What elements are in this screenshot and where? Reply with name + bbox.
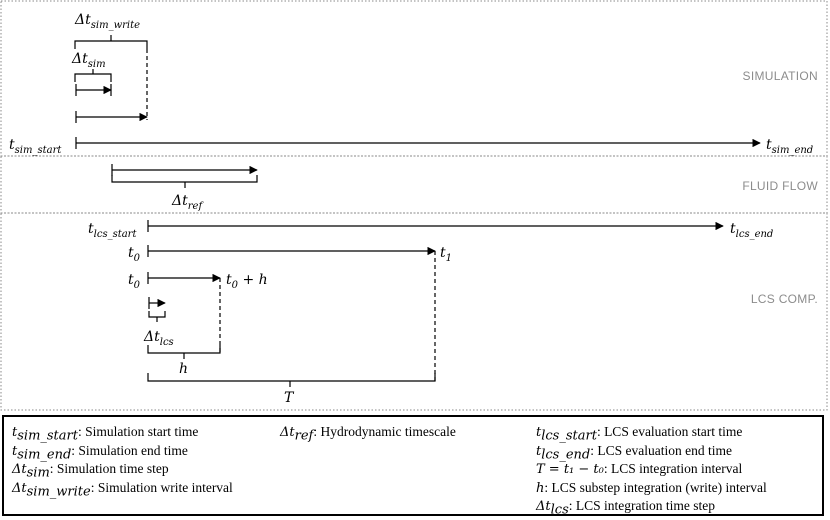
- t-lcs-start-label: tlcs_start: [88, 221, 137, 240]
- lcs-comp-panel: [0, 212, 828, 411]
- legend-item-dt-lcs: Δtlcs: LCS integration time step: [536, 498, 715, 518]
- legend-item-dt-sim: Δtsim: Simulation time step: [12, 461, 169, 481]
- t0-plus-h-label: t0 + h: [226, 272, 268, 291]
- legend-column-lcs: tlcs_start: LCS evaluation start time tl…: [536, 423, 767, 518]
- dt-ref-brace: [111, 175, 258, 188]
- dt-ref-label: Δtref: [171, 193, 204, 212]
- section-label-fluid-flow: FLUID FLOW: [742, 179, 818, 193]
- legend-item-t-sim-start: tsim_start: Simulation start time: [12, 424, 199, 444]
- dt-sim-brace: [74, 69, 112, 82]
- legend-item-t-sim-end: tsim_end: Simulation end time: [12, 442, 188, 463]
- legend-item-dt-sim-write: Δtsim_write: Simulation write interval: [12, 479, 233, 500]
- legend-item-T: T = t₁ − t₀: LCS integration interval: [536, 461, 743, 477]
- dt-lcs-label: Δtlcs: [143, 329, 174, 348]
- t1-label: t1: [440, 245, 452, 264]
- legend-item-dt-ref: Δtref: Hydrodynamic timescale: [280, 424, 456, 444]
- section-label-lcs-comp: LCS COMP.: [751, 292, 818, 306]
- dt-sim-write-label: Δtsim_write: [74, 12, 140, 31]
- t0-label-a: t0: [128, 245, 141, 264]
- dt-sim-write-brace: [74, 35, 148, 49]
- legend-column-fluid-flow: Δtref: Hydrodynamic timescale: [280, 423, 456, 444]
- dt-lcs-brace: [148, 311, 166, 322]
- section-label-simulation: SIMULATION: [743, 69, 818, 83]
- dt-sim-label: Δtsim: [71, 51, 106, 70]
- t-lcs-end-label: tlcs_end: [730, 221, 773, 240]
- legend-item-t-lcs-end: tlcs_end: LCS evaluation end time: [536, 442, 732, 463]
- legend-item-h: h: LCS substep integration (write) inter…: [536, 479, 767, 496]
- fluid-flow-panel: [0, 155, 828, 214]
- legend-box: tsim_start: Simulation start time tsim_e…: [2, 415, 824, 518]
- h-brace: [147, 345, 221, 359]
- t-sim-start-label: tsim_start: [9, 137, 62, 156]
- t-sim-end-label: tsim_end: [766, 137, 813, 156]
- legend-column-simulation: tsim_start: Simulation start time tsim_e…: [12, 423, 233, 500]
- T-brace: [147, 373, 436, 387]
- t0-label-b: t0: [128, 272, 141, 291]
- T-label: T: [284, 390, 295, 406]
- legend-item-t-lcs-start: tlcs_start: LCS evaluation start time: [536, 424, 743, 444]
- h-label: h: [179, 361, 188, 377]
